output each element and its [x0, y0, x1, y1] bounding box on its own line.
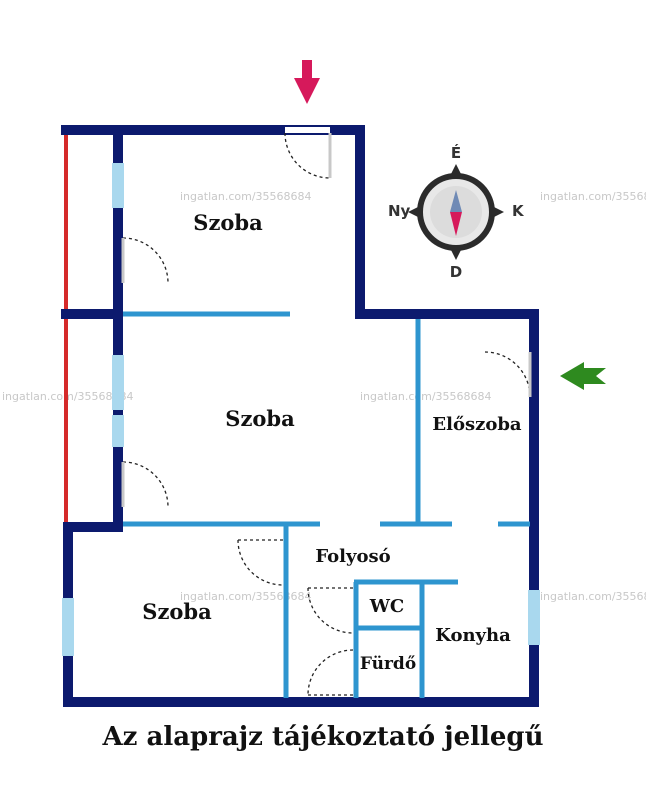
room-label-wc: WC — [369, 596, 405, 617]
room-label-szoba3: Szoba — [142, 599, 212, 624]
windows — [62, 163, 540, 656]
room-label-konyha: Konyha — [435, 625, 511, 646]
door-szoba1 — [122, 237, 169, 284]
watermarks: ingatlan.com/35568684 ingatlan.com/35568… — [2, 190, 646, 603]
entrance-arrow-top — [294, 60, 320, 104]
room-label-eloszoba: Előszoba — [432, 414, 522, 435]
room-label-folyoso: Folyosó — [315, 546, 390, 567]
window-szoba2-lower — [112, 415, 124, 447]
compass: É Ny K D — [388, 143, 525, 281]
room-label-szoba1: Szoba — [193, 210, 263, 235]
watermark-5: ingatlan.com/35568684 — [180, 590, 312, 603]
compass-east: K — [512, 202, 525, 220]
window-szoba3 — [62, 598, 74, 656]
compass-south: D — [450, 263, 462, 281]
door-entrance-top — [284, 132, 331, 179]
inner-walls — [123, 311, 530, 698]
watermark-4: ingatlan.com/35568684 — [360, 390, 492, 403]
door-furdo — [307, 649, 354, 696]
compass-needle-north-icon — [450, 190, 462, 212]
room-label-furdo: Fürdő — [360, 654, 416, 674]
watermark-6: ingatlan.com/35568684 — [540, 590, 646, 603]
doors — [121, 127, 532, 696]
door-szoba2 — [122, 461, 169, 508]
entrance-arrow-side — [560, 362, 606, 390]
watermark-1: ingatlan.com/35568684 — [180, 190, 312, 203]
compass-west: Ny — [388, 202, 411, 220]
compass-needle-south-icon — [450, 212, 462, 236]
window-konyha — [528, 590, 540, 645]
arrow-left-icon — [560, 362, 584, 390]
window-szoba1 — [112, 163, 124, 208]
disclaimer-caption: Az alaprajz tájékoztató jellegű — [102, 722, 544, 752]
compass-north: É — [451, 143, 461, 162]
door-eloszoba — [484, 351, 531, 398]
arrow-down-icon — [294, 78, 320, 104]
door-wc — [307, 587, 354, 634]
room-label-szoba2: Szoba — [225, 406, 295, 431]
watermark-2: ingatlan.com/35568684 — [540, 190, 646, 203]
door-szoba3 — [237, 539, 284, 586]
window-szoba2-upper — [112, 355, 124, 410]
